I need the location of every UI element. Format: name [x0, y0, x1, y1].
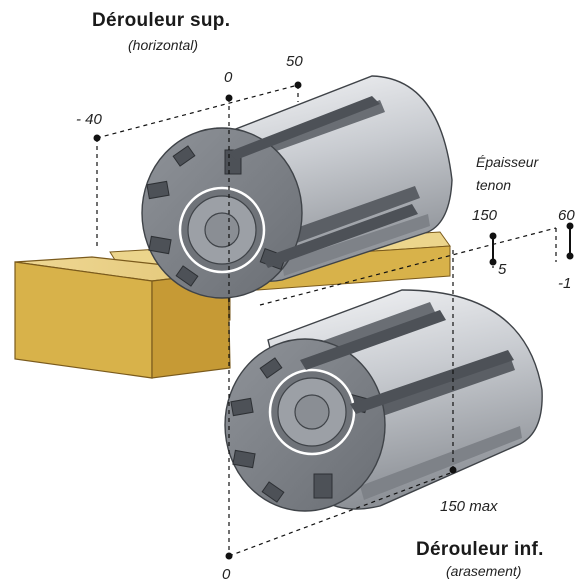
- dim-dot-top-zero: [225, 94, 233, 102]
- dim-label-5: 5: [498, 261, 507, 278]
- dim-label-150max: 150 max: [440, 498, 498, 515]
- bottom-cutter-bore: [294, 394, 330, 430]
- dim-label-minus1: -1: [558, 275, 571, 292]
- bottom-blade-1: [350, 350, 514, 414]
- top-flute-3: [282, 214, 430, 276]
- top-blade-2: [262, 204, 418, 268]
- workpiece-block-front: [14, 261, 153, 379]
- dim-dot-150max: [449, 466, 457, 474]
- dim-label-minus40: - 40: [76, 111, 103, 128]
- tenon-label-line2: tenon: [476, 177, 511, 193]
- dimension-lines: [93, 81, 574, 560]
- top-cutter-title: Dérouleur sup.: [92, 10, 230, 31]
- bottom-cutter: [224, 289, 543, 512]
- bottom-cutter-subtitle: (arasement): [446, 563, 521, 579]
- dim-label-bottom-zero: 0: [222, 566, 231, 581]
- dim-dot-bottom-zero: [225, 552, 233, 560]
- dim-label-top-zero: 0: [224, 69, 233, 86]
- tenon-label-line1: Épaisseur: [476, 154, 540, 170]
- top-cutter-subtitle: (horizontal): [128, 37, 198, 53]
- dim-dot-minus40: [93, 134, 101, 142]
- top-cutter: [141, 75, 453, 299]
- bottom-blade-2: [300, 310, 446, 370]
- top-cutter-bore: [204, 212, 240, 248]
- dim-label-top-fifty: 50: [286, 53, 303, 70]
- dim-label-60: 60: [558, 207, 575, 224]
- dim-dot-top-fifty: [294, 81, 302, 89]
- top-blade-1: [228, 96, 380, 160]
- top-cutter-teeth: [146, 145, 287, 287]
- bottom-flute-3: [360, 426, 522, 500]
- dim-label-150: 150: [472, 207, 498, 224]
- top-flute-2: [268, 186, 420, 252]
- bottom-cutter-title: Dérouleur inf.: [416, 539, 544, 560]
